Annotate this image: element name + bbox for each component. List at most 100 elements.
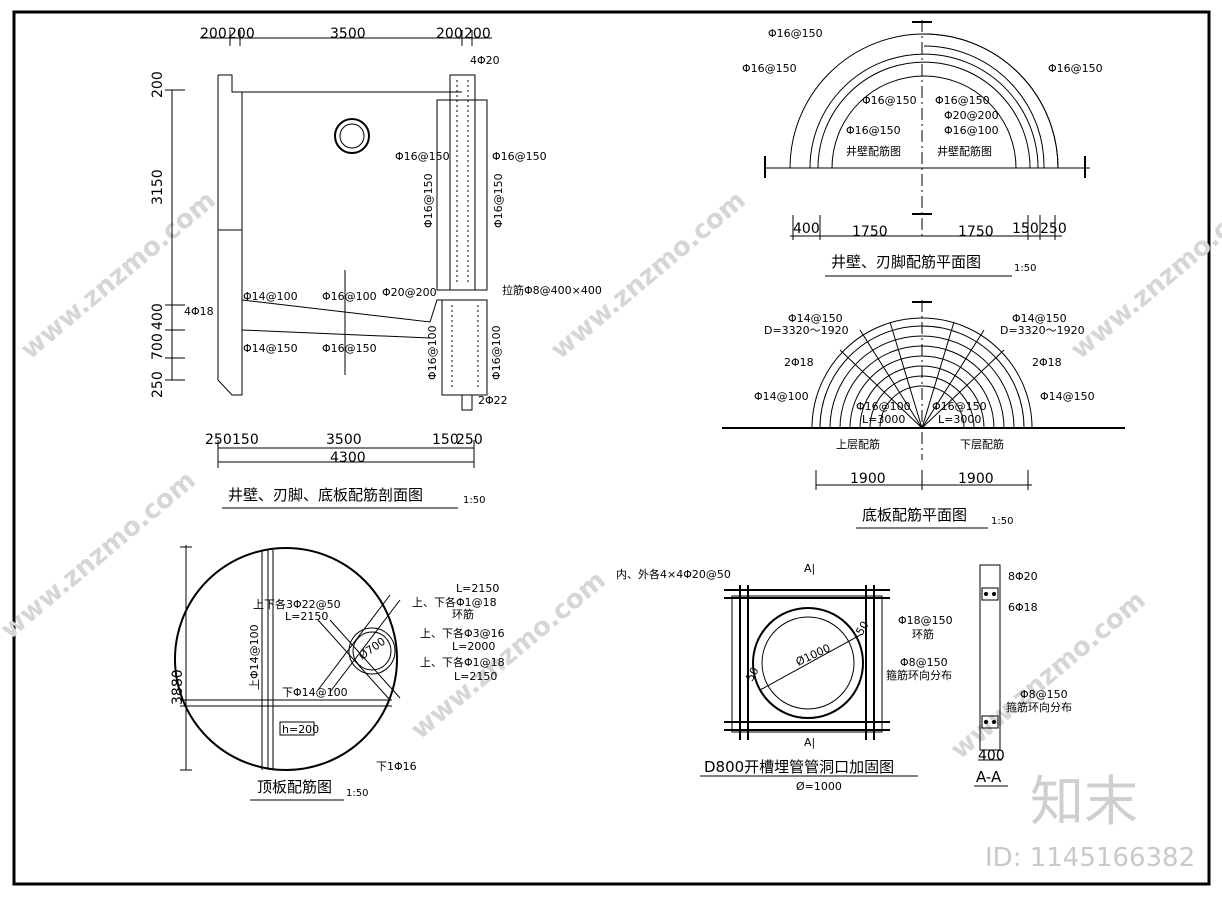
rebar-label: D=3320～1920 (1000, 324, 1085, 337)
dim-label: 400 (150, 303, 166, 330)
rebar-label: h=200 (282, 723, 319, 736)
rebar-label: 上、下各Φ1@18 (412, 595, 497, 609)
rebar-label: Φ16@150 (422, 173, 435, 228)
rebar-label: 箍筋环向分布 (886, 668, 952, 682)
section-mark: A| (804, 736, 815, 749)
rebar-label: 4Φ20 (470, 54, 500, 67)
dim-label: 3880 (170, 669, 186, 705)
rebar-label: Φ16@150 (768, 27, 823, 40)
drawing-title: 顶板配筋图 (257, 778, 332, 796)
rebar-label: Φ16@150 (395, 150, 450, 163)
rebar-label: 上Φ14@100 (248, 624, 261, 690)
dim-label: 1750 (958, 224, 994, 240)
section-aa-drawing: 8Φ20 6Φ18 Φ8@150 箍筋环向分布 400 A-A (974, 564, 1072, 787)
rebar-label: Φ20@200 (382, 286, 437, 299)
watermark-text: www.znzmo.com (15, 185, 221, 365)
rebar-label: Ø1000 (794, 641, 833, 668)
rebar-label: 环筋 (452, 607, 474, 621)
rebar-label: D=3320～1920 (764, 324, 849, 337)
rebar-label: 上下各3Φ22@50 (253, 597, 341, 611)
dim-label: 700 (150, 333, 166, 360)
wall-plan-drawing: Φ16@150 Φ16@150 Φ16@150 Φ16@150 Φ16@150 … (742, 20, 1103, 277)
rebar-label: Φ14@100 (754, 390, 809, 403)
dim-label: 200 (150, 71, 166, 98)
dim-label: 200 (200, 26, 227, 42)
dim-label: 1750 (852, 224, 888, 240)
section-drawing: 200 200 3500 200 200 200 3150 400 700 25… (150, 26, 602, 509)
dim-label: 1900 (850, 471, 886, 487)
drawing-title: 底板配筋平面图 (862, 506, 967, 524)
rebar-label: 上、下各Φ3@16 (420, 626, 505, 640)
drawing-title: 井壁、刃脚、底板配筋剖面图 (228, 486, 423, 504)
rebar-label: Φ16@150 (322, 342, 377, 355)
rebar-label: Φ16@150 (862, 94, 917, 107)
rebar-label: Φ8@150 (1020, 688, 1068, 701)
dim-label: 1900 (958, 471, 994, 487)
rebar-label: 2Φ22 (478, 394, 508, 407)
drawing-title: A-A (976, 768, 1002, 786)
rebar-label: Φ8@150 (900, 656, 948, 669)
rebar-label: 下Φ14@100 (282, 686, 348, 699)
rebar-label: 6Φ18 (1008, 601, 1038, 614)
rebar-label: Φ16@100 (490, 325, 503, 380)
rebar-label: Φ14@150 (1012, 312, 1067, 325)
rebar-label: L=3000 (862, 413, 905, 426)
plan-label: 井壁配筋图 (846, 144, 901, 158)
dim-label: 150 (1012, 221, 1039, 237)
dim-label: 200 (436, 26, 463, 42)
dim-label: 3500 (330, 26, 366, 42)
rebar-label: Φ16@150 (935, 94, 990, 107)
rebar-label: 环筋 (912, 627, 934, 641)
section-mark: A| (804, 562, 815, 575)
drawing-title: 井壁、刃脚配筋平面图 (831, 253, 981, 271)
drawing-scale: 1:50 (1014, 263, 1036, 274)
rebar-label: Φ20@200 (944, 109, 999, 122)
rebar-label: Φ16@150 (742, 62, 797, 75)
rebar-label: L=2150 (454, 670, 497, 683)
plan-label: 下层配筋 (960, 437, 1004, 451)
plan-label: 井壁配筋图 (937, 144, 992, 158)
rebar-label: 2Φ18 (1032, 356, 1062, 369)
dim-label: 200 (228, 26, 255, 42)
rebar-label: 50 (743, 665, 761, 684)
dim-label: 150 (232, 432, 259, 448)
rebar-label: L=2000 (452, 640, 495, 653)
rebar-label: 2Φ18 (784, 356, 814, 369)
dim-label: 400 (793, 221, 820, 237)
drawing-title: D800开槽埋管管洞口加固图 (704, 758, 894, 776)
rebar-label: L=3000 (938, 413, 981, 426)
rebar-label: Φ14@150 (243, 342, 298, 355)
rebar-label: 上、下各Φ1@18 (420, 655, 505, 669)
dim-label: 250 (205, 432, 232, 448)
dim-label: 150 (432, 432, 459, 448)
rebar-label: 拉筋Φ8@400×400 (502, 283, 602, 297)
rebar-label: Φ16@100 (426, 325, 439, 380)
rebar-label: Φ14@150 (1040, 390, 1095, 403)
rebar-label: Φ16@100 (856, 400, 911, 413)
watermark-id: ID: 1145166382 (985, 843, 1195, 873)
rebar-label: Φ16@150 (846, 124, 901, 137)
rebar-label: Ø700 (356, 635, 388, 663)
rebar-label: Φ14@150 (788, 312, 843, 325)
rebar-label: 50 (853, 619, 871, 638)
dim-label: 250 (1040, 221, 1067, 237)
drawing-scale: 1:50 (991, 516, 1013, 527)
watermark-logo: 知末 (1030, 770, 1138, 833)
rebar-label: Φ16@100 (944, 124, 999, 137)
rebar-label: 箍筋环向分布 (1006, 700, 1072, 714)
rebar-label: 4Φ18 (184, 305, 214, 318)
rebar-label: Φ16@100 (322, 290, 377, 303)
opening-detail-drawing: 内、外各4×4Φ20@50 A| A| Φ18@150 环筋 Φ8@150 箍筋… (616, 562, 953, 793)
rebar-label: L=2150 (285, 610, 328, 623)
rebar-label: 8Φ20 (1008, 570, 1038, 583)
dim-label: 250 (150, 371, 166, 398)
dim-label: 3500 (326, 432, 362, 448)
roof-plan-drawing: 3880 上下各3Φ22@50 L=2150 L=2150 上、下各Φ1@18 … (170, 545, 505, 801)
drawing-subtitle: Ø=1000 (796, 780, 842, 793)
dim-label: 200 (464, 26, 491, 42)
rebar-label: Φ16@150 (492, 173, 505, 228)
dim-total: 4300 (330, 450, 366, 466)
rebar-label: Φ16@150 (932, 400, 987, 413)
drawing-scale: 1:50 (463, 495, 485, 506)
